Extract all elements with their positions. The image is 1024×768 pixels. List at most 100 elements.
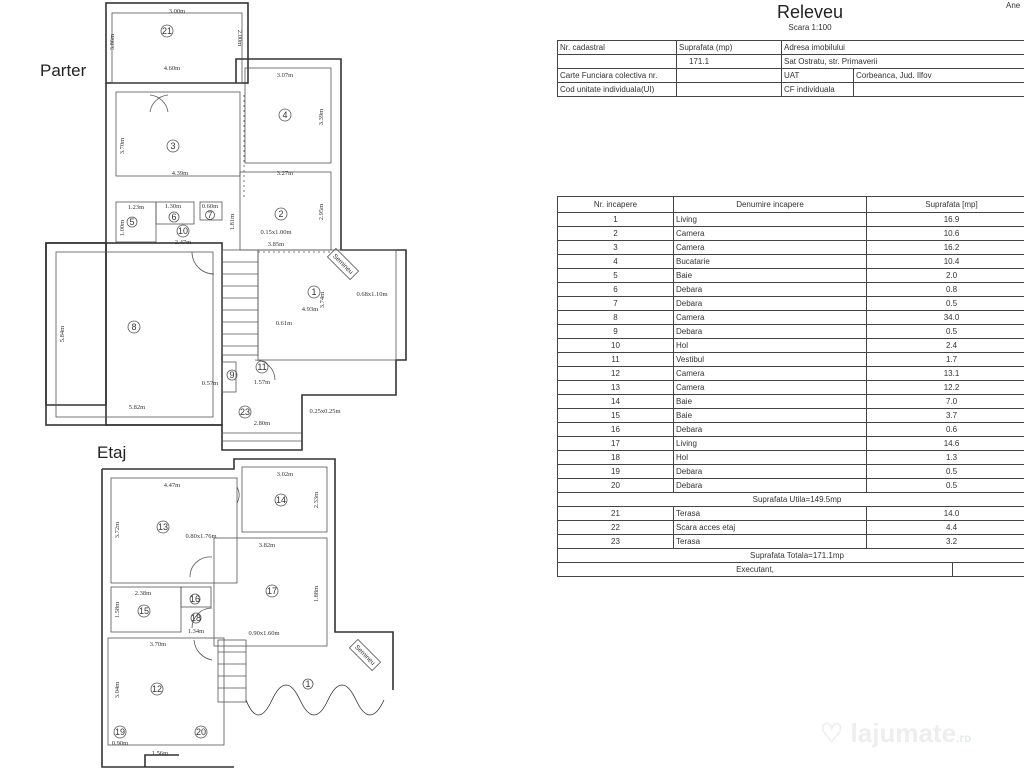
room-area: 34.0 [866, 310, 1024, 325]
room-number: 10 [557, 338, 674, 353]
room-number: 8 [557, 310, 674, 325]
room-number: 13 [557, 380, 674, 395]
svg-text:8: 8 [131, 322, 136, 332]
room-name: Terasa [673, 506, 867, 521]
parter-walls [45, 2, 407, 451]
svg-text:1.81m: 1.81m [229, 214, 236, 230]
room-area: 1.3 [866, 450, 1024, 465]
parter-dimensions: 3.00m 2.00m 3.86m 4.60m 3.07m 3.39m 3.70… [59, 8, 388, 427]
executant-label: Executant, [557, 562, 953, 577]
room-area: 7.0 [866, 394, 1024, 409]
room-name: Terasa [673, 534, 867, 549]
svg-text:3.72m: 3.72m [114, 522, 121, 538]
cf-individuala-value [853, 82, 1024, 97]
svg-text:2: 2 [278, 209, 283, 219]
level-label-parter: Parter [40, 61, 87, 80]
svg-text:7: 7 [207, 210, 212, 220]
svg-text:9: 9 [229, 370, 234, 380]
svg-text:3.04m: 3.04m [114, 682, 121, 698]
room-number: 1 [557, 212, 674, 227]
svg-text:18: 18 [191, 613, 201, 623]
svg-text:5.82m: 5.82m [129, 404, 145, 411]
svg-text:3.82m: 3.82m [259, 542, 275, 549]
svg-text:2.38m: 2.38m [135, 590, 151, 597]
room-number: 22 [557, 520, 674, 535]
svg-text:1.34m: 1.34m [188, 628, 204, 635]
etaj-room-numbers: 13 14 17 15 16 18 12 19 20 1 [113, 493, 314, 739]
room-name: Debara [673, 478, 867, 493]
room-name: Baie [673, 268, 867, 283]
etaj-walls [101, 458, 394, 768]
svg-text:3.85m: 3.85m [268, 241, 284, 248]
header-suprafata: Suprafata [mp] [866, 196, 1024, 213]
room-number: 5 [557, 268, 674, 283]
room-area: 16.9 [866, 212, 1024, 227]
svg-text:5.84m: 5.84m [59, 326, 66, 342]
room-name: Baie [673, 394, 867, 409]
room-area: 0.5 [866, 324, 1024, 339]
room-number: 17 [557, 436, 674, 451]
room-area: 3.2 [866, 534, 1024, 549]
room-area: 4.4 [866, 520, 1024, 535]
svg-text:1.23m: 1.23m [128, 204, 144, 211]
svg-text:0.15x1.00m: 0.15x1.00m [260, 229, 291, 236]
svg-text:19: 19 [115, 727, 125, 737]
room-name: Scara acces etaj [673, 520, 867, 535]
svg-text:4.93m: 4.93m [302, 306, 318, 313]
svg-text:23: 23 [240, 407, 250, 417]
svg-text:3.74m: 3.74m [319, 292, 326, 308]
fireplace-parter: Semineu [326, 247, 360, 281]
room-name: Camera [673, 366, 867, 381]
room-name: Camera [673, 240, 867, 255]
uat-value: Corbeanca, Jud. Ilfov [853, 68, 1024, 83]
uat-label: UAT [781, 68, 854, 83]
annex-label: Ane [1006, 1, 1021, 10]
svg-text:3.70m: 3.70m [150, 641, 166, 648]
svg-text:3.70m: 3.70m [119, 138, 126, 154]
svg-text:4.39m: 4.39m [172, 170, 188, 177]
header-nr: Nr. incapere [557, 196, 674, 213]
svg-text:3.07m: 3.07m [277, 72, 293, 79]
svg-text:15: 15 [139, 606, 149, 616]
cf-individuala-label: CF individuala [781, 82, 854, 97]
room-name: Camera [673, 226, 867, 241]
room-area: 0.6 [866, 422, 1024, 437]
svg-text:1.00m: 1.00m [119, 220, 126, 236]
svg-text:10: 10 [178, 226, 188, 236]
room-number: 23 [557, 534, 674, 549]
room-name: Bucatarie [673, 254, 867, 269]
room-number: 14 [557, 394, 674, 409]
room-number: 16 [557, 422, 674, 437]
room-area: 10.4 [866, 254, 1024, 269]
svg-text:14: 14 [276, 495, 286, 505]
room-area: 10.6 [866, 226, 1024, 241]
room-area: 14.0 [866, 506, 1024, 521]
adresa-value: Sat Ostratu, str. Primaverii [781, 54, 1024, 69]
svg-text:1: 1 [311, 287, 316, 297]
svg-text:6: 6 [171, 212, 176, 222]
level-label-etaj: Etaj [97, 443, 126, 462]
svg-text:2.00m: 2.00m [236, 30, 243, 46]
room-number: 3 [557, 240, 674, 255]
svg-text:2.80m: 2.80m [254, 420, 270, 427]
svg-text:3.39m: 3.39m [318, 109, 325, 125]
watermark-logo: ♡ lajumate.ro [820, 718, 972, 748]
room-area: 12.2 [866, 380, 1024, 395]
svg-text:16: 16 [190, 594, 200, 604]
room-area: 0.5 [866, 478, 1024, 493]
